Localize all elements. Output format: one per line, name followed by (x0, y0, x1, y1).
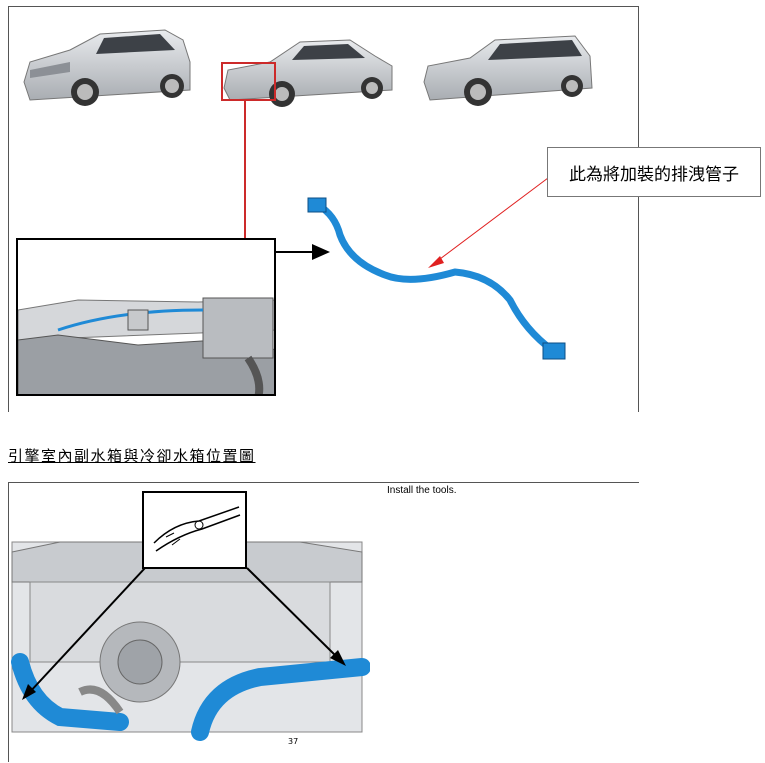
callout-arrowhead (428, 256, 444, 268)
tool-arrow-right (246, 567, 341, 661)
tool-arrow-left (27, 567, 146, 695)
highlight-box (221, 62, 276, 101)
engine-bay-inset (16, 238, 276, 396)
car-sedan-icon (223, 39, 393, 107)
figure-caption: 引擎室內副水箱與冷卻水箱位置圖 (8, 447, 256, 465)
top-figure-border-top (8, 6, 639, 7)
callout-label: 此為將加裝的排洩管子 (547, 147, 761, 197)
bottom-figure-border-left (8, 482, 9, 762)
car-wagon-icon (423, 35, 593, 106)
top-illustration (23, 29, 593, 360)
engine-bay-drawing (18, 240, 274, 394)
hose-clamp-pliers-icon (153, 506, 241, 552)
top-figure-border-left (8, 6, 9, 412)
hose-connector-bottom (542, 342, 566, 360)
hose-connector-top (307, 197, 327, 213)
tool-arrowhead-left (22, 684, 36, 700)
callout-pointer (431, 177, 549, 266)
radiator-illustration: 37 (11, 541, 370, 746)
instruction-text: Install the tools. (387, 485, 457, 496)
hose-clamp-tool-box (142, 491, 247, 569)
inset-arrowhead (312, 244, 330, 260)
tool-arrowhead-right (330, 650, 346, 666)
drain-hose (314, 201, 556, 354)
top-figure-border-right (638, 6, 639, 412)
lower-hose-right (191, 658, 370, 741)
figure-mark: 37 (288, 737, 298, 746)
lower-hose-left (11, 653, 129, 731)
bottom-figure-border-top (8, 482, 639, 483)
car-suv-icon (23, 29, 191, 106)
